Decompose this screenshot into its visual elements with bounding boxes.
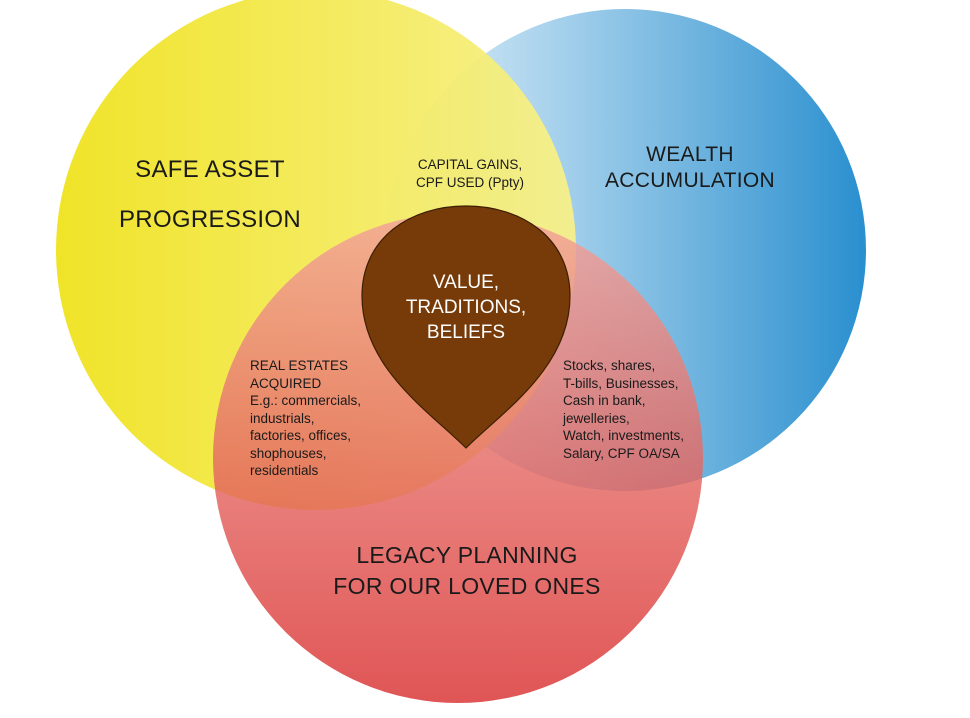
real-estates-line-6: shophouses, — [250, 445, 327, 461]
capital-gains-label: CAPITAL GAINS, CPF USED (Ppty) — [400, 156, 540, 191]
stocks-line-1: Stocks, shares, — [563, 358, 656, 373]
stocks-line-2: T-bills, Businesses, — [563, 375, 679, 391]
capital-gains-line-1: CAPITAL GAINS, — [417, 157, 523, 172]
stocks-line-4: jewelleries, — [563, 410, 630, 426]
real-estates-line-4: industrials, — [250, 410, 315, 426]
legacy-circle — [213, 213, 703, 703]
stocks-line-5: Watch, investments, — [563, 428, 685, 443]
center-teardrop — [361, 205, 571, 449]
legacy-line-2: FOR OUR LOVED ONES — [333, 573, 601, 599]
center-label: VALUE, TRADITIONS, BELIEFS — [386, 270, 546, 345]
wealth-line-1: WEALTH — [646, 143, 734, 166]
center-line-3: BELIEFS — [426, 322, 506, 343]
real-estates-line-5: factories, offices, — [250, 428, 352, 443]
center-line-2: TRADITIONS, — [405, 297, 527, 318]
legacy-line-1: LEGACY PLANNING — [356, 542, 578, 568]
safe-asset-line-2: PROGRESSION — [119, 206, 301, 233]
wealth-line-2: ACCUMULATION — [604, 169, 776, 192]
real-estates-line-7: residentials — [250, 463, 319, 478]
legacy-label: LEGACY PLANNING FOR OUR LOVED ONES — [300, 540, 634, 602]
center-line-1: VALUE, — [432, 272, 500, 293]
capital-gains-line-2: CPF USED (Ppty) — [415, 174, 524, 190]
stocks-line-3: Cash in bank, — [563, 393, 646, 408]
real-estates-label: REAL ESTATES ACQUIRED E.g.: commercials,… — [250, 357, 400, 480]
wealth-label: WEALTH ACCUMULATION — [590, 142, 790, 194]
real-estates-line-1: REAL ESTATES — [250, 358, 349, 373]
real-estates-line-2: ACQUIRED — [250, 375, 322, 391]
real-estates-line-3: E.g.: commercials, — [250, 393, 362, 408]
safe-asset-line-1: SAFE ASSET — [135, 156, 285, 183]
stocks-line-6: Salary, CPF OA/SA — [563, 445, 680, 461]
safe-asset-label: SAFE ASSET PROGRESSION — [100, 156, 320, 234]
stocks-label: Stocks, shares, T-bills, Businesses, Cas… — [563, 357, 723, 462]
